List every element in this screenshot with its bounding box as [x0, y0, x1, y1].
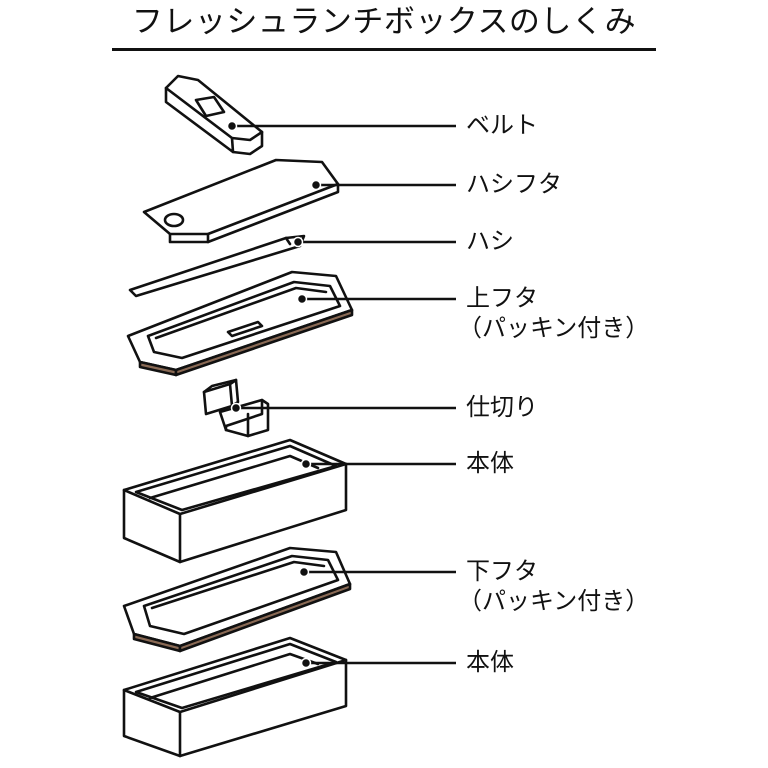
marker-dot-upper-lid [296, 293, 308, 305]
part-name: 仕切り [466, 393, 538, 421]
diagram-title: フレッシュランチボックスのしくみ [131, 4, 637, 40]
label-divider: 仕切り [466, 392, 538, 422]
part-note: （パッキン付き） [458, 587, 650, 615]
part-name: ベルト [466, 111, 538, 139]
belt-illustration [164, 74, 264, 156]
part-name: 下フタ [466, 557, 538, 585]
part-name: 本体 [466, 449, 514, 477]
chopstick-lid-illustration [142, 158, 340, 244]
body-upper-illustration [122, 438, 348, 564]
title-underline [112, 48, 656, 51]
part-name: 本体 [466, 648, 514, 676]
lower-lid-illustration [122, 546, 352, 653]
part-note: （パッキン付き） [458, 314, 650, 342]
body-lower-illustration [122, 636, 348, 758]
marker-dot-chopsticks [292, 236, 304, 248]
marker-dot-body-lower [300, 657, 312, 669]
marker-dot-chopstick-lid [310, 179, 322, 191]
part-name: ハシフタ [466, 170, 562, 198]
part-name: ハシ [466, 227, 514, 255]
label-chopsticks: ハシ [466, 226, 514, 256]
marker-dot-lower-lid [298, 566, 310, 578]
label-upper-lid: 上フタ （パッキン付き） [458, 283, 649, 343]
label-body-upper: 本体 [466, 448, 514, 478]
label-belt: ベルト [466, 110, 538, 140]
marker-dot-belt [226, 120, 238, 132]
part-name: 上フタ [466, 284, 538, 312]
label-lower-lid: 下フタ （パッキン付き） [458, 556, 649, 616]
label-body-lower: 本体 [466, 647, 514, 677]
label-chopstick-lid: ハシフタ [466, 169, 562, 199]
upper-lid-illustration [126, 270, 354, 377]
marker-dot-divider [230, 402, 242, 414]
marker-dot-body-upper [300, 458, 312, 470]
